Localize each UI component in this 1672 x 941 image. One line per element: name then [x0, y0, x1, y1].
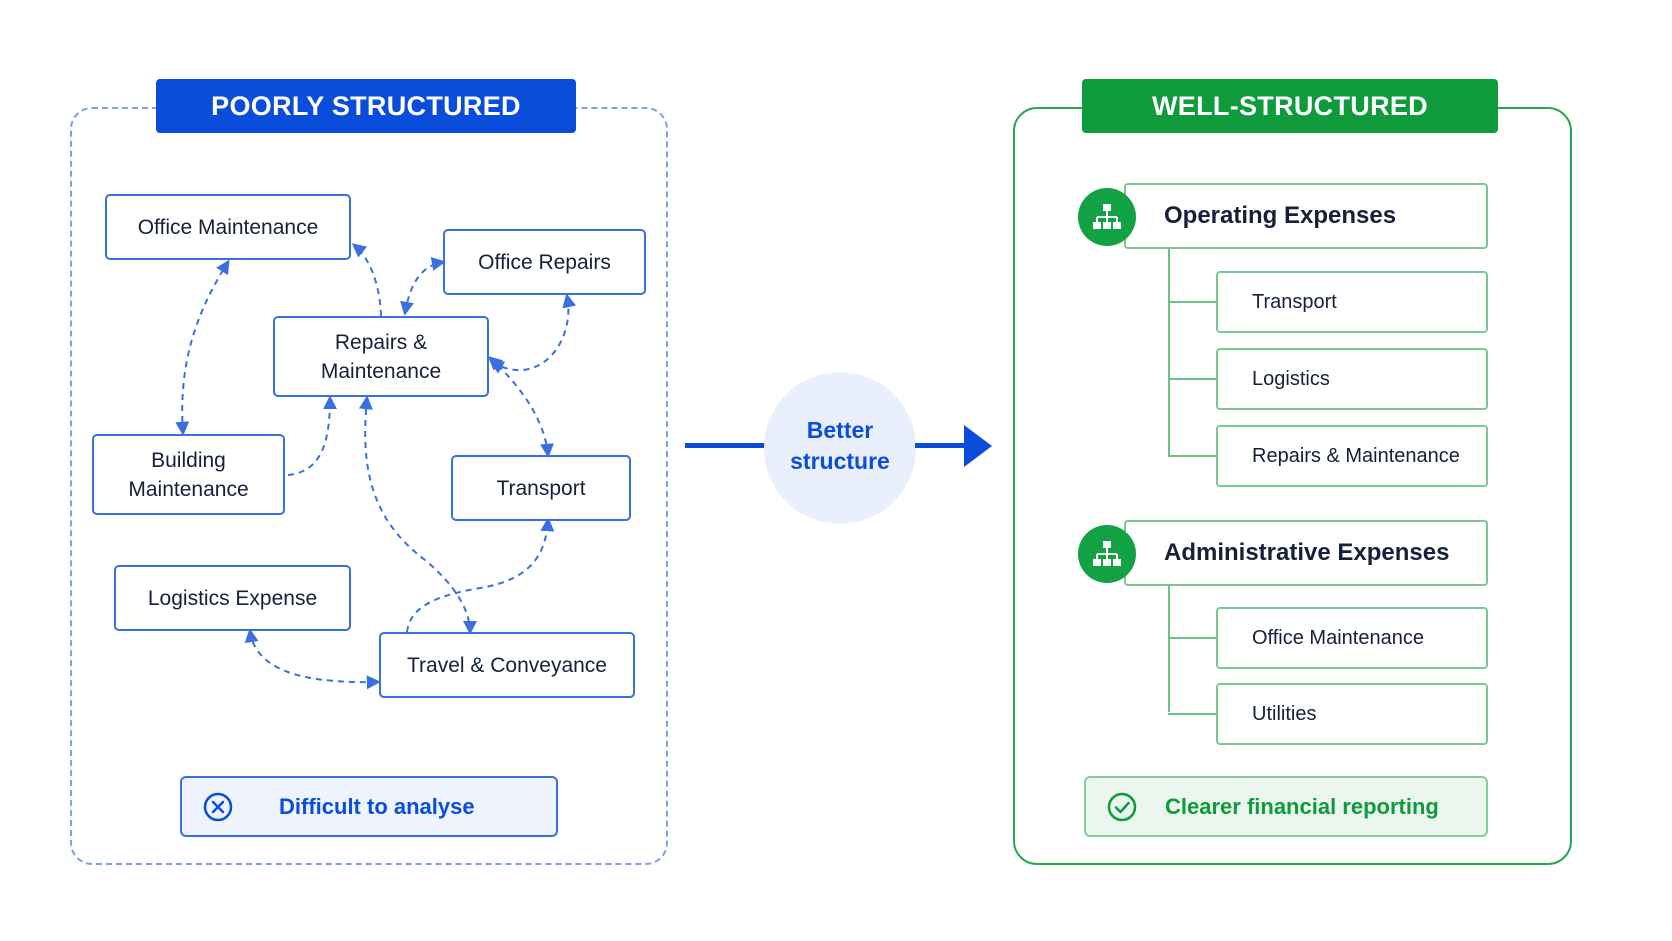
- difficult-to-analyse-badge: Difficult to analyse: [180, 776, 558, 837]
- node-travel-conveyance: Travel & Conveyance: [379, 632, 635, 698]
- tree-branch: [1168, 455, 1216, 457]
- better-structure-circle: [764, 372, 916, 524]
- node-label: Office Maintenance: [137, 215, 319, 239]
- x-circle-icon: [203, 792, 233, 822]
- edge-repairs-office-maintenance: [351, 243, 382, 317]
- edge-logistics-travel: [244, 628, 381, 690]
- node-label: Office Repairs: [478, 250, 611, 274]
- group-label: Administrative Expenses: [1164, 539, 1450, 566]
- badge-label: Clearer financial reporting: [1165, 794, 1439, 819]
- edge-repairs-office-repairs: [400, 257, 446, 316]
- node-transport: Transport: [451, 455, 631, 521]
- node-office-maintenance: Office Maintenance: [105, 194, 351, 260]
- tree-branch: [1168, 301, 1216, 303]
- edge-travel-transport: [406, 517, 555, 633]
- edge-building-repairs: [287, 395, 337, 476]
- edge-transport-repairs: [487, 356, 555, 458]
- node-label: Transport: [496, 476, 586, 500]
- node-office-repairs: Office Repairs: [443, 229, 646, 295]
- list-item: Transport: [1216, 271, 1488, 333]
- list-item: Logistics: [1216, 348, 1488, 410]
- hierarchy-icon: [1078, 188, 1136, 246]
- arrow-shaft-left: [685, 443, 765, 448]
- clearer-reporting-badge: Clearer financial reporting: [1084, 776, 1488, 837]
- tree-branch: [1168, 378, 1216, 380]
- arrow-shaft-right: [915, 443, 967, 448]
- list-item: Repairs & Maintenance: [1216, 425, 1488, 487]
- tree-branch: [1168, 713, 1216, 715]
- tree-branch: [1168, 637, 1216, 639]
- check-circle-icon: [1107, 792, 1137, 822]
- list-item: Utilities: [1216, 683, 1488, 745]
- edge-building-office-maintenance: [175, 259, 230, 436]
- tree-connector-operating: [1168, 248, 1170, 457]
- list-item: Office Maintenance: [1216, 607, 1488, 669]
- edge-office-repairs-loop: [489, 293, 577, 374]
- poorly-structured-title: POORLY STRUCTURED: [156, 79, 576, 133]
- node-repairs-maintenance: Repairs &Maintenance: [273, 316, 489, 397]
- group-administrative-expenses: Administrative Expenses: [1124, 520, 1488, 586]
- edge-repairs-travel: [358, 395, 477, 635]
- group-label: Operating Expenses: [1164, 202, 1397, 229]
- hierarchy-icon: [1078, 525, 1136, 583]
- arrow-right-icon: [964, 425, 992, 467]
- node-label: Logistics Expense: [147, 586, 318, 610]
- tree-connector-administrative: [1168, 582, 1170, 712]
- node-logistics-expense: Logistics Expense: [114, 565, 351, 631]
- node-label: Repairs &Maintenance: [320, 330, 442, 383]
- well-structured-title: WELL-STRUCTURED: [1082, 79, 1498, 133]
- node-label: Travel & Conveyance: [407, 653, 607, 677]
- group-operating-expenses: Operating Expenses: [1124, 183, 1488, 249]
- badge-label: Difficult to analyse: [279, 794, 475, 819]
